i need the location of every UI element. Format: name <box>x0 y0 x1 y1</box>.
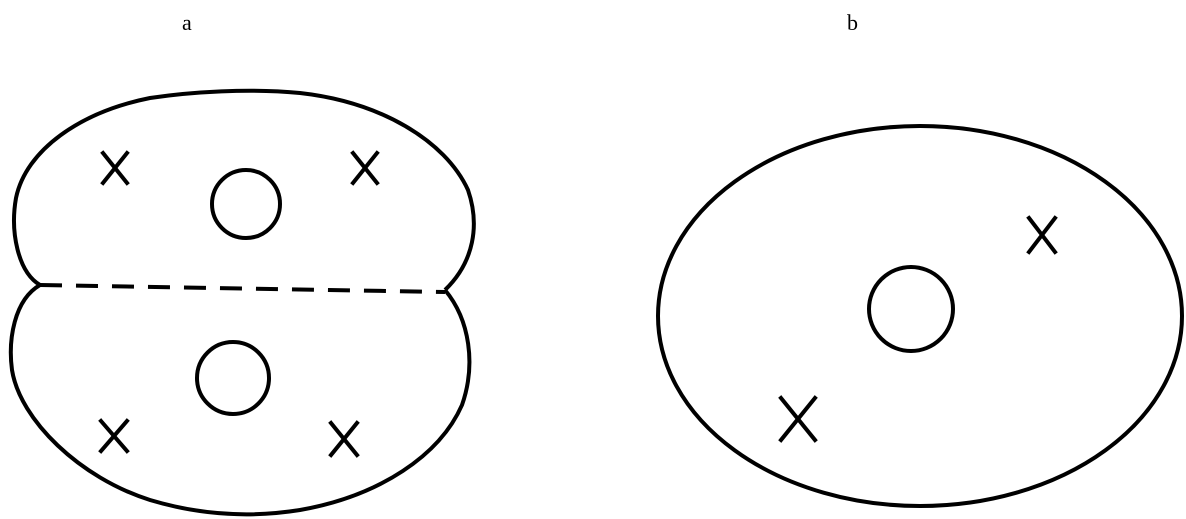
division-line <box>40 285 445 292</box>
x-mark <box>103 153 127 183</box>
upper-nucleus <box>212 170 280 238</box>
x-mark <box>781 398 815 440</box>
x-mark <box>331 423 357 455</box>
panel-a: a <box>11 10 474 514</box>
upper-cell-outline <box>14 91 474 290</box>
x-mark <box>101 421 127 451</box>
nucleus <box>869 267 953 351</box>
lower-cell-outline <box>11 285 470 514</box>
panel-a-label: a <box>182 10 192 35</box>
x-mark <box>353 153 377 183</box>
cell-outline <box>658 126 1182 506</box>
lower-nucleus <box>197 342 269 414</box>
x-mark <box>1029 218 1055 252</box>
panel-b: b <box>658 10 1182 506</box>
panel-b-label: b <box>847 10 858 35</box>
